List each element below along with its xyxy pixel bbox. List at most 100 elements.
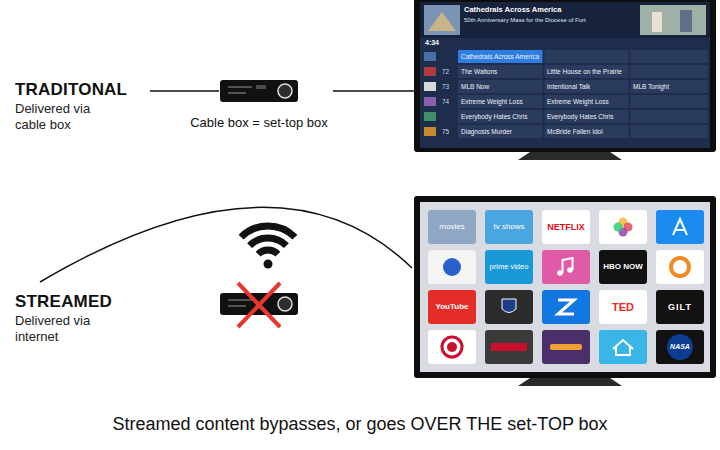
music-icon [557,270,563,276]
wifi-symbol [250,238,287,246]
text-slot: Everybody Hates Chris [547,112,613,121]
nasa-icon [667,334,693,360]
screen-text: Cathedrals Across America [461,52,539,61]
screen-text: 73 [442,82,449,91]
text-slot: The Waltons [461,67,497,76]
section-note: Delivered via cable box [15,101,115,134]
tv-stand [518,152,622,160]
screen-text: tv shows [493,222,524,231]
tv-bezel [414,0,716,152]
text-slot: Everybody Hates Chris [461,112,527,121]
text-slot: McBride Fallen Idol [547,127,603,136]
text-slot: Intentional Talk [547,82,590,91]
box-knob [278,297,292,311]
channel-logo [424,127,436,136]
wifi-symbol [241,226,295,237]
section-heading: TRADITONAL [15,80,155,100]
text-slot: TED [599,290,647,324]
nfl-icon [502,299,516,313]
app-icon [550,344,582,350]
box-detail [228,305,246,307]
screen-text: Extreme Weight Loss [461,97,523,106]
screen-text: Cathedrals Across America [464,6,561,15]
text-slot: TRADITONAL [15,80,155,100]
text-slot: Little House on the Prairie [547,67,622,76]
guide-thumbnail [424,5,460,35]
cross-mark [238,283,280,327]
box-detail [228,86,252,88]
connector-line [333,90,414,92]
app-tile [428,210,476,244]
screen-text: McBride Fallen Idol [547,127,603,136]
guide-highlight [458,50,543,63]
screen-text: YouTube [435,302,468,311]
app-tile [542,290,590,324]
guide-row [458,65,708,78]
guide-thumbnail [652,12,662,32]
wifi-symbol [258,250,278,254]
tv-screen [420,202,710,372]
tv-guide-screen: Cathedrals Across America50th Anniversar… [414,0,716,152]
screen-text: Extreme Weight Loss [547,97,609,106]
app-tile [656,290,704,324]
screen-text: 75 [442,127,449,136]
app-icon [671,258,689,276]
photos-icon [614,223,623,232]
text-slot: 75 [442,127,449,136]
app-tile [485,290,533,324]
text-slot: tv shows [485,210,533,244]
screen-text: Everybody Hates Chris [461,112,527,121]
section-heading: STREAMED [15,292,155,312]
box-detail [228,299,252,301]
text-slot: Extreme Weight Loss [547,97,609,106]
espn-icon [491,343,527,351]
app-tile [485,250,533,284]
text-slot: MLB Tonight [633,82,669,91]
app-tile [428,250,476,284]
text-slot: GILT [656,290,704,324]
screen-text: Everybody Hates Chris [547,112,613,121]
screen-text: MLB Now [461,82,489,91]
app-tile [599,210,647,244]
screen-text: 4:34 [425,39,439,47]
text-slot: STREAMED [15,292,155,312]
app-tile [599,290,647,324]
app-tile [428,290,476,324]
guide-thumbnail [640,5,706,35]
app-tile [656,330,704,364]
app-tile [656,250,704,284]
appstore-icon [673,219,687,235]
channel-logo [424,67,436,76]
box-knob [278,84,292,98]
app-tile [656,210,704,244]
screen-text: prime video [490,263,529,272]
text-slot: NETFLIX [542,210,590,244]
guide-row [458,95,708,108]
guide-divider [543,50,545,138]
guide-row [458,80,708,93]
section-note: Delivered via internet [15,313,115,346]
text-slot: Streamed content bypasses, or goes OVER … [0,414,720,435]
text-slot: 72 [442,67,449,76]
app-icon [447,342,457,352]
tv-app-screen: moviestv showsNETFLIXprime videoHBO NOWY… [414,196,716,378]
app-tile [428,330,476,364]
screen-text: 72 [442,67,449,76]
app-tile [599,330,647,364]
cross-mark [238,283,280,327]
app-tile [542,210,590,244]
set-top-box: Cable box = set-top box [185,78,333,135]
app-tile [485,210,533,244]
text-slot: Delivered via internet [15,313,115,346]
screen-text: GILT [668,302,692,312]
text-slot: Diagnosis Murder [461,127,512,136]
screen-text: Little House on the Prairie [547,67,622,76]
text-slot: 73 [442,82,449,91]
app-icon [442,337,462,357]
text-slot: movies [428,210,476,244]
